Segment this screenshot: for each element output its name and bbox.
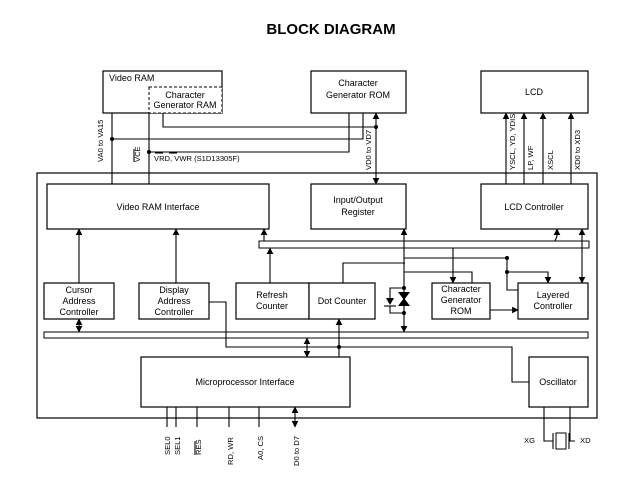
microprocessor-interface-block: Microprocessor Interface	[140, 356, 351, 408]
res-signal-label: RES	[194, 439, 203, 455]
controller-chip-boundary	[36, 172, 598, 419]
microprocessor-interface-label: Microprocessor Interface	[195, 377, 294, 387]
cursor-label-1: Cursor	[65, 285, 92, 295]
dot-counter-block: Dot Counter	[308, 282, 376, 320]
oscillator-label: Oscillator	[539, 377, 577, 387]
cg-rom-label-3: ROM	[451, 306, 472, 316]
sel0-signal-label: SEL0	[163, 436, 172, 455]
cursor-address-controller-block: Cursor Address Controller	[43, 282, 115, 320]
vrd-vwr-signal-label: VRD, VWR (S1D13305F)	[154, 154, 240, 163]
cursor-label-2: Address	[62, 296, 96, 306]
layered-label-1: Layered	[537, 290, 570, 300]
xd-signal-label: XD	[580, 436, 591, 445]
video-ram-label: Video RAM	[109, 73, 154, 83]
lcd-controller-label: LCD Controller	[504, 202, 564, 212]
lcd-controller-block: LCD Controller	[480, 183, 589, 230]
display-label-1: Display	[159, 285, 189, 295]
xscl-signal-label: XSCL	[546, 150, 555, 170]
cg-rom-top-label-2: Generator ROM	[326, 90, 390, 100]
vd-signal-label: VD0 to VD7	[364, 130, 373, 170]
rd-wr-signal-label: RD, WR	[226, 437, 235, 465]
refresh-label-2: Counter	[256, 301, 288, 311]
video-ram-block: Video RAM Character Generator RAM	[102, 70, 223, 114]
cg-ram-label-1: Character	[165, 90, 205, 100]
character-generator-ram-block	[148, 86, 223, 114]
refresh-counter-block: Refresh Counter	[235, 282, 310, 320]
video-ram-interface-label: Video RAM Interface	[117, 202, 200, 212]
layered-controller-block: Layered Controller	[517, 282, 589, 320]
a0-cs-signal-label: A0, CS	[256, 436, 265, 460]
diagram-title: BLOCK DIAGRAM	[266, 21, 395, 38]
cg-rom-label-1: Character	[441, 284, 481, 294]
lp-wf-signal-label: LP, WF	[526, 145, 535, 170]
cg-ram-label-2: Generator RAM	[153, 100, 216, 110]
yscl-signal-label: YSCL, YD, YDIS	[508, 114, 517, 170]
wiring	[75, 112, 586, 450]
cursor-label-3: Controller	[59, 307, 98, 317]
vce-signal-label: VCE	[133, 146, 142, 162]
lcd-label: LCD	[525, 87, 544, 97]
display-label-2: Address	[157, 296, 191, 306]
d-bus-signal-label: D0 to D7	[292, 436, 301, 466]
display-address-controller-block: Display Address Controller	[138, 282, 210, 320]
oscillator-block: Oscillator	[528, 356, 589, 408]
xd-bus-signal-label: XD0 to XD3	[573, 130, 582, 170]
dot-counter-label: Dot Counter	[318, 296, 367, 306]
sel1-signal-label: SEL1	[173, 436, 182, 455]
refresh-label-1: Refresh	[256, 290, 288, 300]
cg-rom-label-2: Generator	[441, 295, 482, 305]
video-ram-interface-block: Video RAM Interface	[46, 183, 270, 230]
character-generator-rom-block: Character Generator ROM	[431, 282, 491, 320]
display-label-3: Controller	[154, 307, 193, 317]
va-signal-label: VA0 to VA15	[96, 120, 105, 162]
lower-internal-bus	[43, 331, 589, 339]
cg-rom-top-label-1: Character	[338, 78, 378, 88]
lcd-block: LCD	[480, 70, 589, 114]
io-register-label-1: Input/Output	[333, 195, 383, 205]
xg-signal-label: XG	[524, 436, 535, 445]
layered-label-2: Controller	[533, 301, 572, 311]
io-register-label-2: Register	[341, 207, 375, 217]
character-generator-rom-top-block: Character Generator ROM	[310, 70, 407, 114]
input-output-register-block: Input/Output Register	[310, 183, 407, 230]
upper-internal-bus	[258, 240, 590, 249]
